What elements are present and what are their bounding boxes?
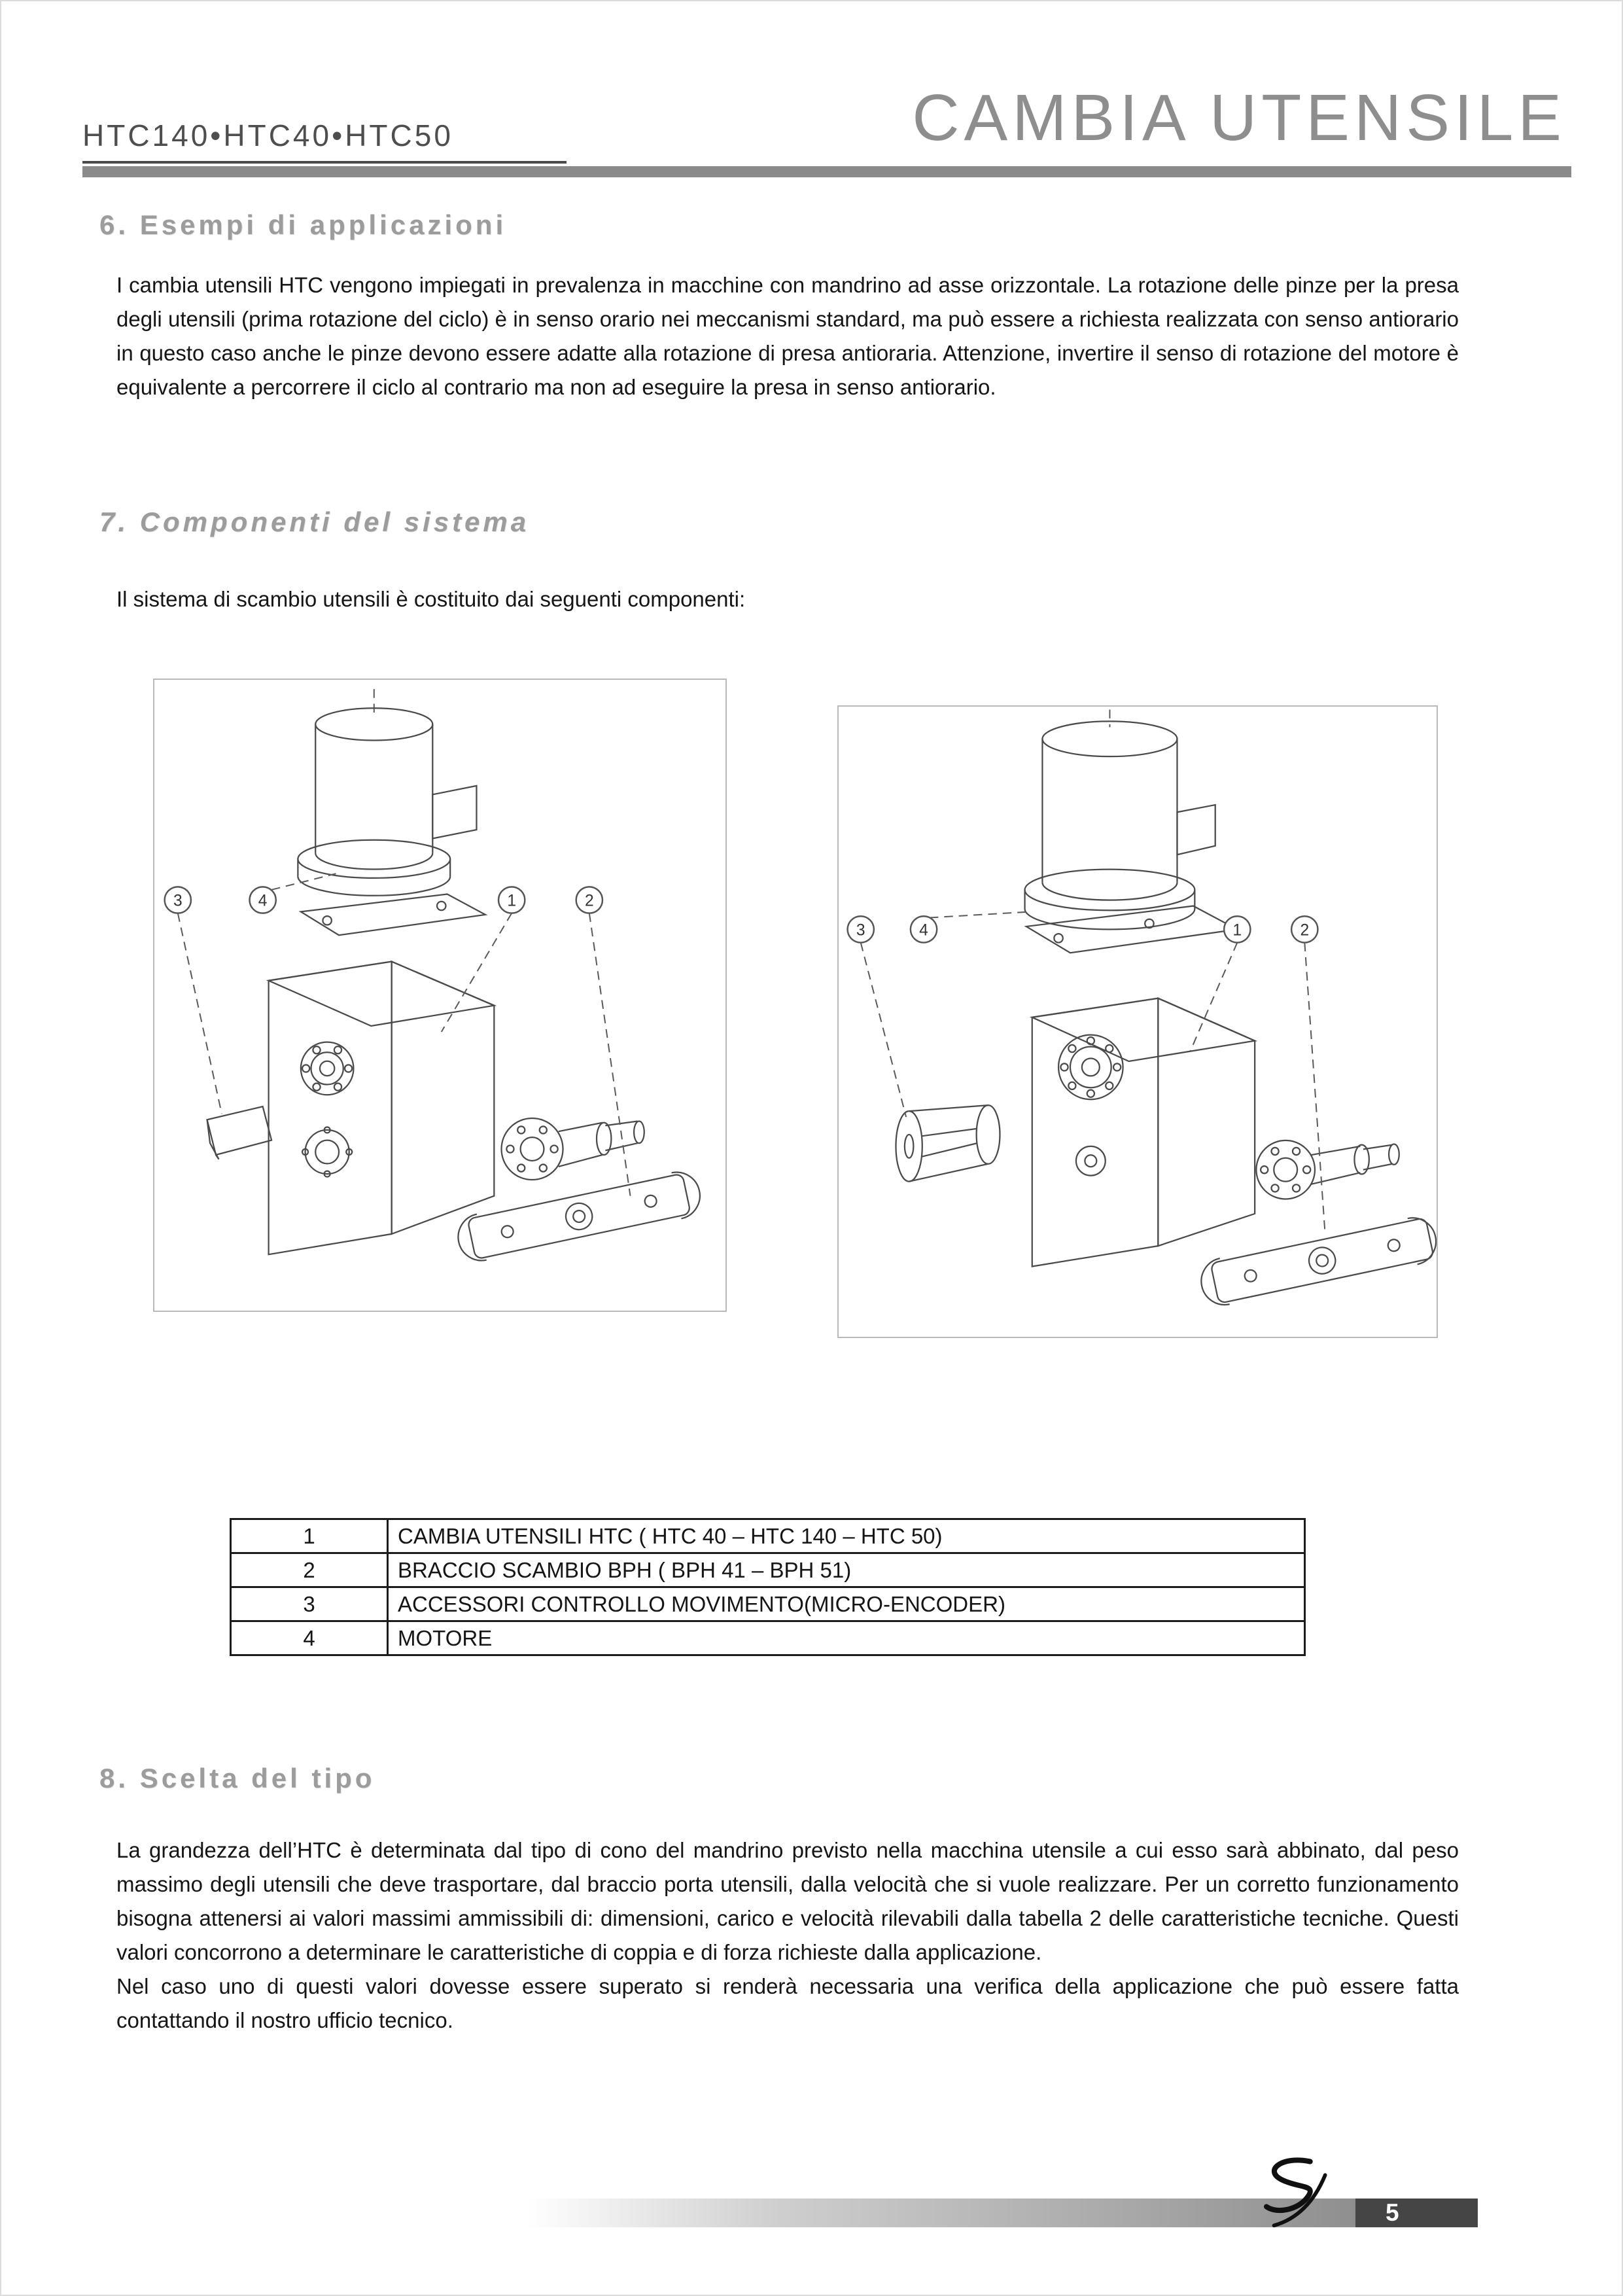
- callout-3-label: 3: [173, 892, 183, 910]
- callout-1-label: 1: [507, 892, 516, 910]
- gearbox-body-drawing: [1029, 997, 1258, 1267]
- machine-drawing-right: 3 4 1 2: [846, 709, 1437, 1306]
- table-row: 1 CAMBIA UTENSILI HTC ( HTC 40 – HTC 140…: [230, 1518, 1306, 1554]
- figure-left-callouts: 3 4 1 2: [164, 886, 604, 914]
- callout-4-label: 4: [919, 921, 928, 939]
- machine-drawing-left: 3 4 1 2: [164, 689, 701, 1262]
- page-number: 5: [1386, 2199, 1399, 2226]
- figure-left-exploded-view: 3 4 1 2: [153, 679, 727, 1312]
- page-number-badge: 5: [1355, 2199, 1478, 2227]
- callout-2-label: 2: [585, 892, 594, 910]
- callout-2-label: 2: [1300, 921, 1309, 939]
- output-shaft-drawing: [500, 1117, 645, 1181]
- table-row: 3 ACCESSORI CONTROLLO MOVIMENTO(MICRO-EN…: [230, 1586, 1306, 1622]
- section-7-intro: Il sistema di scambio utensili è costitu…: [116, 582, 1459, 616]
- output-shaft-drawing: [1255, 1139, 1400, 1200]
- gearbox-body-drawing: [266, 960, 497, 1256]
- motor-drawing: [1024, 720, 1240, 954]
- component-description: CAMBIA UTENSILI HTC ( HTC 40 – HTC 140 –…: [387, 1518, 1306, 1554]
- figure-right-exploded-view: 3 4 1 2: [837, 705, 1438, 1338]
- section-8-paragraph-2: Nel caso uno di questi valori dovesse es…: [116, 1974, 1459, 2032]
- encoder-accessory-drawing: [895, 1104, 1001, 1182]
- callout-3-label: 3: [856, 921, 865, 939]
- section-8-heading: 8. Scelta del tipo: [99, 1763, 375, 1793]
- component-number: 1: [230, 1518, 389, 1554]
- accessory-drawing: [206, 1105, 273, 1160]
- figure-right-callouts: 3 4 1 2: [846, 915, 1319, 944]
- motor-drawing: [297, 707, 488, 936]
- section-6-text: I cambia utensili HTC vengono impiegati …: [116, 273, 1459, 399]
- callout-leaders: [177, 873, 631, 1196]
- section-6-paragraph: I cambia utensili HTC vengono impiegati …: [116, 268, 1459, 404]
- section-6-heading: 6. Esempi di applicazioni: [99, 209, 507, 240]
- section-8-paragraph-1: La grandezza dell’HTC è determinata dal …: [116, 1838, 1459, 1964]
- component-number: 2: [230, 1552, 389, 1588]
- component-number: 4: [230, 1620, 389, 1656]
- table-row: 4 MOTORE: [230, 1620, 1306, 1656]
- header-model-codes: HTC140•HTC40•HTC50: [82, 118, 567, 164]
- components-table: 1 CAMBIA UTENSILI HTC ( HTC 40 – HTC 140…: [230, 1518, 1306, 1656]
- component-number: 3: [230, 1586, 389, 1622]
- section-8-paragraphs: La grandezza dell’HTC è determinata dal …: [116, 1833, 1459, 2038]
- brand-swirl-logo-icon: [1248, 2154, 1346, 2229]
- callout-1-label: 1: [1232, 921, 1242, 939]
- page-title: CAMBIA UTENSILE: [912, 81, 1566, 154]
- callout-leaders: [860, 911, 1326, 1235]
- section-7-heading: 7. Componenti del sistema: [99, 506, 530, 537]
- table-row: 2 BRACCIO SCAMBIO BPH ( BPH 41 – BPH 51): [230, 1552, 1306, 1588]
- section-7-intro-text: Il sistema di scambio utensili è costitu…: [116, 587, 746, 611]
- exchange-arm-drawing: [1200, 1217, 1437, 1306]
- component-description: ACCESSORI CONTROLLO MOVIMENTO(MICRO-ENCO…: [387, 1586, 1306, 1622]
- footer-gradient-bar: [525, 2199, 1355, 2227]
- exchange-arm-drawing: [457, 1171, 701, 1262]
- component-description: BRACCIO SCAMBIO BPH ( BPH 41 – BPH 51): [387, 1552, 1306, 1588]
- callout-4-label: 4: [258, 892, 268, 910]
- component-description: MOTORE: [387, 1620, 1306, 1656]
- header-rule: [82, 166, 1571, 177]
